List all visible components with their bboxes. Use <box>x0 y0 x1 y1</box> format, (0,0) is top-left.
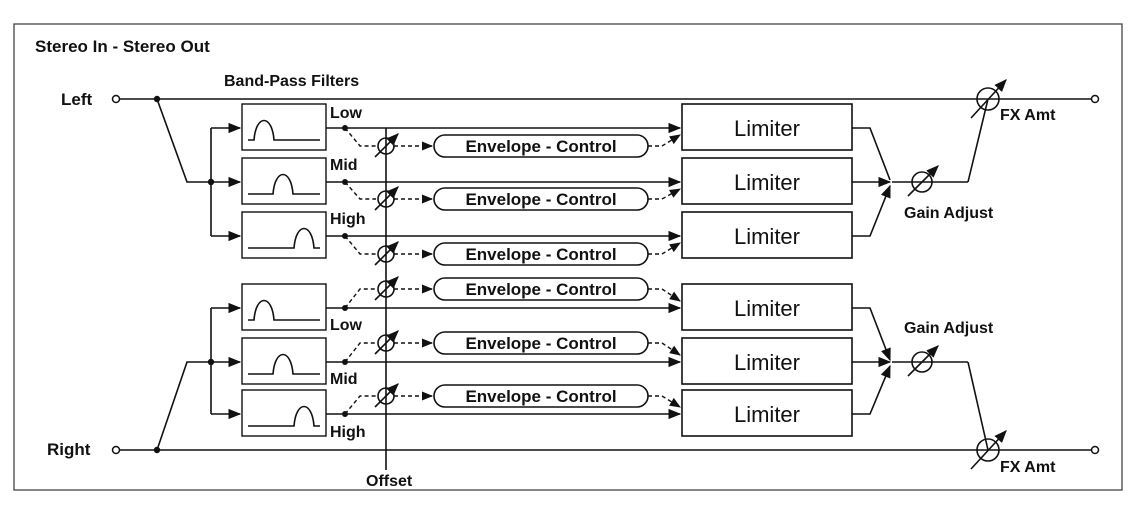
right-high-envelope-label: Envelope - Control <box>465 387 616 406</box>
left-low-bandpass-filter <box>241 103 327 151</box>
left-mid-envelope-to-limiter <box>648 188 681 200</box>
left-high-bandpass-filter <box>241 211 327 259</box>
fx-amt-knob-right <box>970 430 1007 470</box>
right-mid-envelope-to-limiter <box>648 342 681 356</box>
right-input-port <box>111 445 121 455</box>
right-low-filter-shape <box>248 299 320 321</box>
left-high-filter-shape <box>248 227 320 249</box>
right-high-limiter-label: Limiter <box>734 402 800 427</box>
right-low-envelope-to-limiter <box>648 288 681 302</box>
right-low-offset-knob-arrow <box>374 276 399 301</box>
gain-adjust-label-right: Gain Adjust <box>904 320 994 337</box>
left-low-envelope-label: Envelope - Control <box>465 137 616 156</box>
left-low-filter-shape <box>248 119 320 141</box>
left-high-sidechain-line <box>344 235 376 255</box>
gain-adjust-knob-left <box>907 165 939 197</box>
right-high-limiter-out <box>852 364 891 415</box>
right-low-bandpass-filter <box>241 283 327 331</box>
right-low-limiter-out <box>852 307 891 362</box>
right-mid-band-label: Mid <box>330 371 358 388</box>
diagram-title: Stereo In - Stereo Out <box>35 37 210 56</box>
right-mid-limiter <box>681 337 853 385</box>
left-low-offset-knob-arrow <box>374 133 399 158</box>
right-high-limiter <box>681 389 853 437</box>
diagram-frame <box>13 23 1123 491</box>
right-output-port <box>1090 445 1100 455</box>
left-high-envelope-to-limiter <box>648 242 681 255</box>
left-mid-band-label: Mid <box>330 157 358 174</box>
right-to-bank-line <box>156 361 211 451</box>
left-low-band-label: Low <box>330 105 363 122</box>
left-low-limiter-label: Limiter <box>734 116 800 141</box>
right-mid-limiter-label: Limiter <box>734 350 800 375</box>
left-high-limiter-label: Limiter <box>734 224 800 249</box>
left-output-port <box>1090 94 1100 104</box>
left-mid-bandpass-filter <box>241 157 327 205</box>
left-low-envelope-to-limiter <box>648 134 681 147</box>
right-mid-offset-knob-arrow <box>374 330 399 355</box>
left-mid-offset-knob-arrow <box>374 186 399 211</box>
right-low-limiter <box>681 283 853 331</box>
right-mid-envelope-label: Envelope - Control <box>465 334 616 353</box>
left-input-port <box>111 94 121 104</box>
right-low-sidechain-line <box>344 288 376 309</box>
right-high-offset-knob-arrow <box>374 383 399 408</box>
right-input-label: Right <box>47 440 91 459</box>
left-mid-sidechain-line <box>344 181 376 200</box>
right-wet-to-mix <box>967 361 989 451</box>
right-high-envelope-to-limiter <box>648 395 681 408</box>
right-mid-filter-shape <box>248 353 320 375</box>
left-mid-envelope-label: Envelope - Control <box>465 190 616 209</box>
right-high-filter-shape <box>248 405 320 427</box>
right-high-sidechain-line <box>344 395 376 415</box>
fx-amt-label-right: FX Amt <box>1000 459 1056 476</box>
left-mid-limiter-label: Limiter <box>734 170 800 195</box>
fx-amt-knob-left <box>970 79 1007 119</box>
left-wet-to-mix <box>967 98 989 183</box>
left-to-bank-line <box>156 98 211 183</box>
right-mid-sidechain-line <box>344 342 376 363</box>
left-low-sidechain-line <box>344 127 376 147</box>
band-pass-filters-label: Band-Pass Filters <box>224 73 359 90</box>
gain-adjust-label-left: Gain Adjust <box>904 205 994 222</box>
right-low-band-label: Low <box>330 317 363 334</box>
left-low-limiter-out <box>852 127 891 181</box>
left-high-limiter-out <box>852 184 891 237</box>
left-input-label: Left <box>61 90 93 109</box>
left-mid-limiter <box>681 157 853 205</box>
left-high-band-label: High <box>330 211 366 228</box>
right-high-band-label: High <box>330 424 366 441</box>
gain-adjust-knob-right <box>907 345 939 377</box>
left-high-offset-knob-arrow <box>374 241 399 266</box>
right-mid-bandpass-filter <box>241 337 327 385</box>
offset-label: Offset <box>366 473 413 490</box>
fx-amt-label-left: FX Amt <box>1000 107 1056 124</box>
right-high-bandpass-filter <box>241 389 327 437</box>
left-low-limiter <box>681 103 853 151</box>
right-low-envelope-label: Envelope - Control <box>465 280 616 299</box>
left-high-envelope-label: Envelope - Control <box>465 245 616 264</box>
left-mid-filter-shape <box>248 173 320 195</box>
left-high-limiter <box>681 211 853 259</box>
right-low-limiter-label: Limiter <box>734 296 800 321</box>
